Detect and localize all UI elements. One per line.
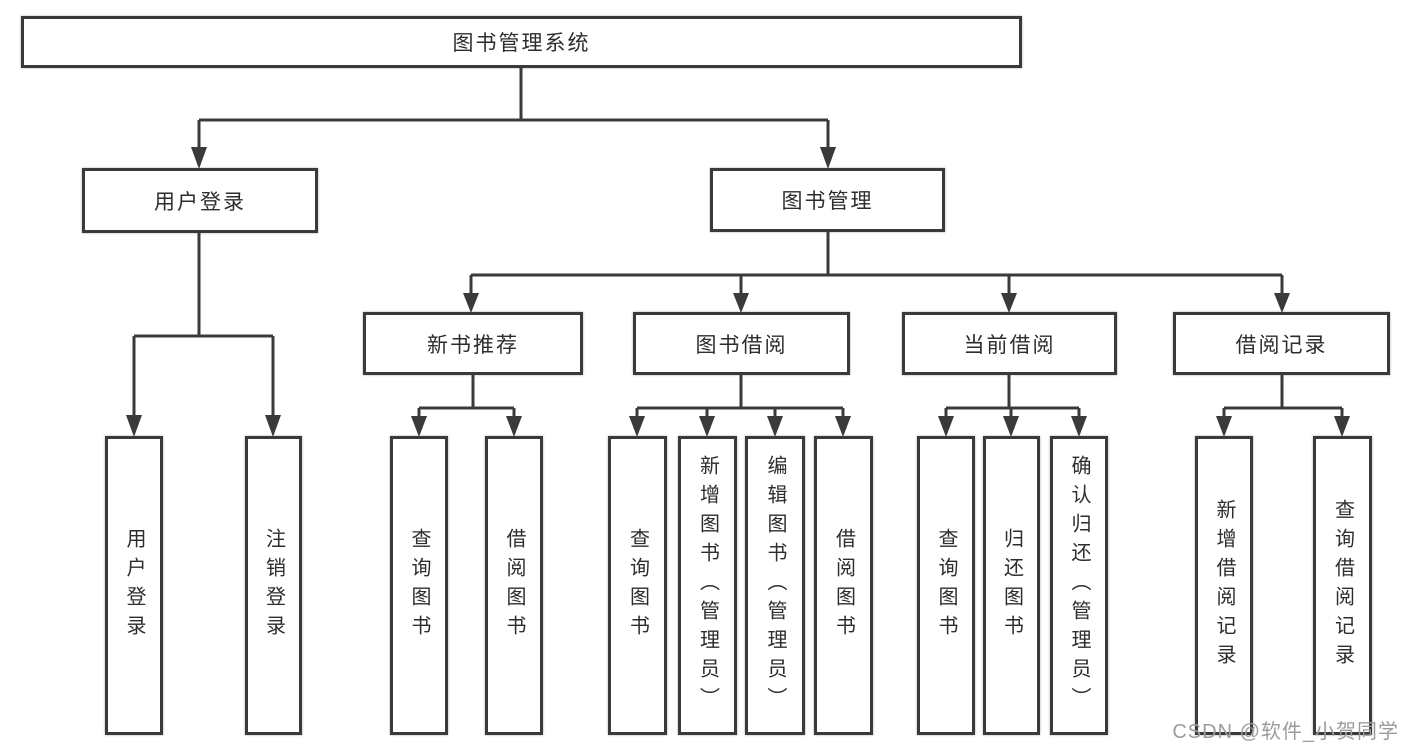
csdn-watermark: CSDN @软件_小贺同学 [1172, 721, 1399, 743]
node-book-management: 图书管理 [710, 168, 945, 232]
leaf-add-borrow-record: 新增借阅记录 [1195, 436, 1253, 735]
leaf-logout: 注销登录 [245, 436, 302, 735]
node-label: 编辑图书（管理员） [764, 455, 786, 716]
leaf-borrow-books-recommend: 借阅图书 [485, 436, 543, 735]
leaf-query-books-borrow: 查询图书 [608, 436, 667, 735]
node-label: 新增图书（管理员） [696, 455, 719, 716]
node-label: 用户登录 [154, 190, 246, 214]
node-library-management-system: 图书管理系统 [21, 16, 1022, 68]
node-current-borrow: 当前借阅 [902, 312, 1117, 375]
node-borrow-records: 借阅记录 [1173, 312, 1390, 375]
leaf-edit-books-admin: 编辑图书（管理员） [745, 436, 805, 735]
node-label: 当前借阅 [963, 333, 1056, 357]
node-new-book-recommend: 新书推荐 [363, 312, 583, 375]
leaf-borrow-books: 借阅图书 [814, 436, 873, 735]
leaf-confirm-return-admin: 确认归还（管理员） [1050, 436, 1108, 735]
node-label: 注销登录 [262, 527, 285, 644]
node-label: 查询图书 [626, 527, 649, 644]
leaf-return-books: 归还图书 [983, 436, 1040, 735]
node-label: 借阅图书 [832, 527, 855, 644]
node-label: 用户登录 [123, 527, 145, 644]
node-label: 查询图书 [408, 527, 430, 644]
leaf-query-books-current: 查询图书 [917, 436, 975, 735]
node-label: 查询借阅记录 [1331, 498, 1354, 673]
node-user-login: 用户登录 [82, 168, 318, 233]
leaf-query-books-recommend: 查询图书 [390, 436, 448, 735]
node-label: 确认归还（管理员） [1068, 455, 1090, 716]
node-label: 借阅图书 [503, 527, 525, 644]
node-label: 新书推荐 [427, 333, 519, 357]
leaf-user-login: 用户登录 [105, 436, 163, 735]
node-label: 查询图书 [935, 527, 957, 644]
node-label: 借阅记录 [1235, 333, 1328, 357]
node-book-borrow: 图书借阅 [633, 312, 850, 375]
node-label: 归还图书 [1000, 527, 1023, 644]
node-label: 图书管理 [781, 190, 874, 213]
node-label: 图书管理系统 [452, 32, 591, 55]
leaf-query-borrow-record: 查询借阅记录 [1313, 436, 1372, 735]
node-label: 新增借阅记录 [1213, 498, 1235, 673]
node-label: 图书借阅 [695, 333, 788, 357]
leaf-add-books-admin: 新增图书（管理员） [678, 436, 737, 735]
